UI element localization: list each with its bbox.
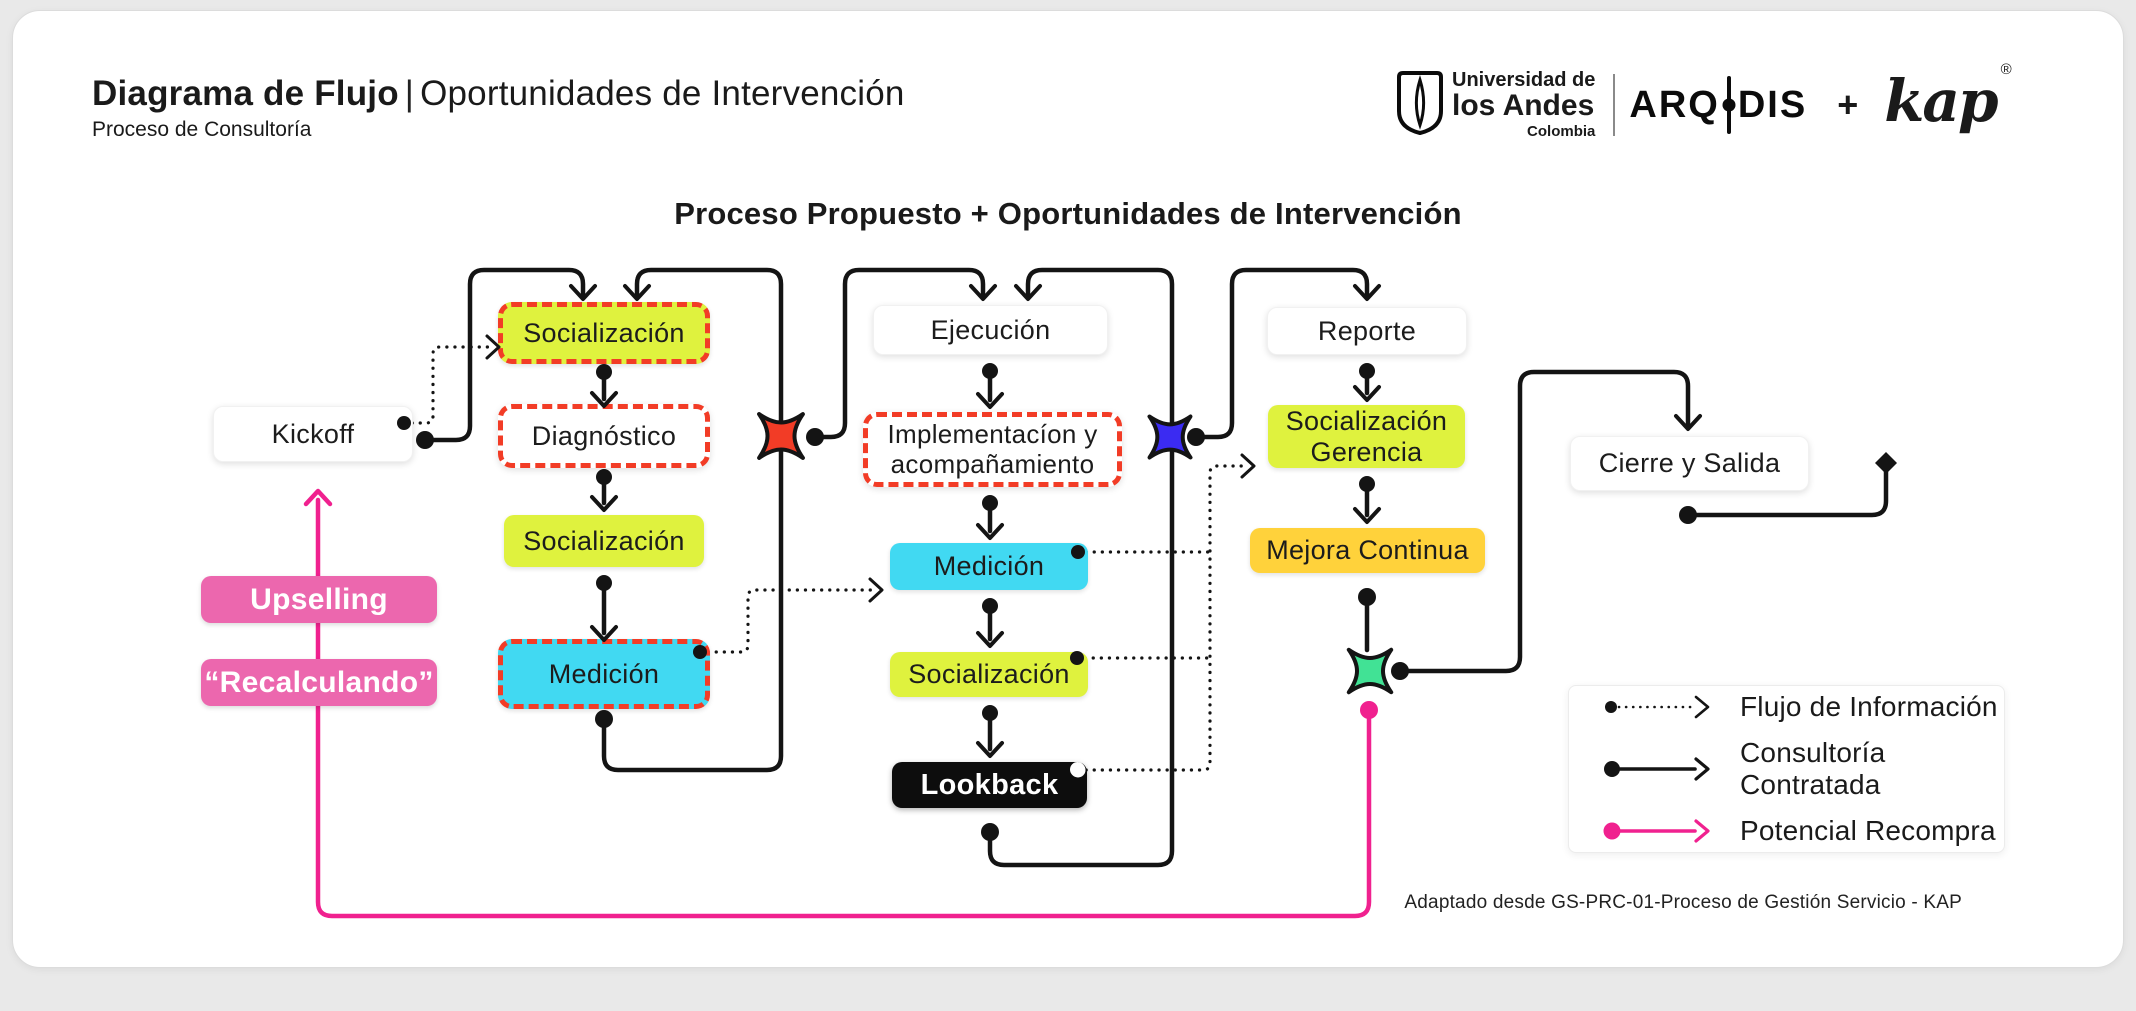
dotted-arrowheads — [485, 334, 1256, 603]
node-label: Socialización Gerencia — [1285, 406, 1448, 467]
end-diamond — [1875, 452, 1897, 474]
page-subtitle: Proceso de Consultoría — [92, 118, 312, 141]
node-cierre-salida: Cierre y Salida — [1570, 436, 1809, 491]
legend: Flujo de Información Consultoría Contrat… — [1568, 685, 2005, 853]
pink-recompra-path — [315, 497, 1372, 919]
path-greenstar-to-cierre — [1397, 369, 1691, 674]
node-label: Medición — [933, 551, 1045, 582]
node-label: Ejecución — [930, 314, 1051, 345]
node-label: Socialización — [523, 317, 685, 348]
logo-divider — [1613, 74, 1616, 136]
legend-item-info-flow: Flujo de Información — [1603, 691, 2004, 723]
kap-text: kap — [1884, 67, 1998, 135]
node-label: Implementacíon y acompañamiento — [887, 419, 1098, 479]
node-upselling: Upselling — [201, 576, 437, 623]
node-label: Diagnóstico — [531, 420, 677, 451]
star-green-icon — [1346, 647, 1394, 695]
node-lookback: Lookback — [892, 762, 1087, 808]
uniandes-line1: Universidad de — [1452, 69, 1596, 92]
path-redstar-to-ejecucion — [812, 267, 986, 440]
arqdis-right: DIS — [1737, 83, 1808, 126]
star-blue-icon — [1147, 414, 1193, 460]
solid-arrow-icon — [1604, 757, 1710, 781]
dotted-kickoff-to-socializacion — [402, 345, 494, 425]
path-medicion-loop — [601, 267, 784, 773]
path-lookback-loop — [987, 267, 1175, 868]
node-label: Reporte — [1317, 315, 1417, 346]
title-main: Diagrama de Flujo — [92, 74, 399, 113]
node-label: Kickoff — [271, 418, 355, 449]
node-ejecucion: Ejecución — [873, 305, 1108, 355]
kap-logo: kap® — [1884, 61, 2011, 135]
node-socializacion-2: Socialización — [504, 515, 704, 567]
title-secondary: Oportunidades de Intervención — [420, 74, 905, 113]
node-label: Medición — [548, 658, 660, 689]
node-label: Socialización — [908, 659, 1070, 690]
node-mejora-continua: Mejora Continua — [1250, 528, 1485, 573]
path-kickoff-to-socializacion — [422, 267, 586, 443]
pink-dot — [1360, 701, 1378, 719]
node-socializacion-1: Socialización — [498, 302, 710, 364]
node-medicion-1: Medición — [498, 639, 710, 709]
arqdis-separator-icon — [1726, 76, 1731, 134]
page-title: Diagrama de Flujo|Oportunidades de Inter… — [92, 74, 905, 142]
node-medicion-2: Medición — [890, 543, 1088, 590]
legend-item-recompra: Potencial Recompra — [1603, 815, 2004, 847]
node-label: “Recalculando” — [204, 665, 434, 699]
logo-row: Universidad de los Andes Colombia ARQ DI… — [1396, 60, 2012, 150]
arqdis-left: ARQ — [1629, 83, 1720, 126]
node-socializacion-3: Socialización — [890, 652, 1088, 697]
node-kickoff: Kickoff — [213, 406, 413, 462]
path-bluestar-to-reporte — [1193, 267, 1370, 440]
uniandes-line2: los Andes — [1452, 88, 1595, 122]
node-recalculando: “Recalculando” — [201, 659, 437, 706]
uniandes-logo: Universidad de los Andes Colombia — [1396, 70, 1595, 141]
uniandes-shield-icon — [1396, 70, 1444, 141]
connection-dots — [397, 363, 1897, 841]
node-label: Cierre y Salida — [1598, 448, 1781, 479]
dotted-info-paths — [402, 345, 1249, 772]
node-label: Mejora Continua — [1266, 535, 1469, 566]
node-label: Socialización — [523, 525, 685, 556]
milestone-stars — [757, 412, 1394, 695]
node-implementacion: Implementacíon y acompañamiento — [863, 412, 1122, 487]
uniandes-line3: Colombia — [1527, 123, 1596, 141]
path-cierre-to-end — [1685, 469, 1889, 518]
uniandes-wordmark: Universidad de los Andes Colombia — [1452, 69, 1596, 141]
title-divider: | — [404, 74, 415, 113]
legend-item-consultoria: Consultoría Contratada — [1603, 737, 2004, 801]
node-diagnostico: Diagnóstico — [498, 404, 710, 468]
plus-sign: + — [1837, 84, 1859, 125]
node-label: Lookback — [920, 768, 1059, 801]
legend-label: Flujo de Información — [1740, 691, 1998, 722]
diagram-heading: Proceso Propuesto + Oportunidades de Int… — [674, 196, 1462, 231]
node-label: Upselling — [250, 582, 388, 616]
lookback-white-dot — [1070, 762, 1086, 778]
arqdis-logo: ARQ DIS — [1629, 76, 1807, 134]
solid-arrowheads — [569, 284, 1702, 758]
kap-registered-mark: ® — [2000, 61, 2012, 78]
node-socializacion-gerencia: Socialización Gerencia — [1268, 405, 1465, 468]
dotted-arrow-icon — [1605, 695, 1710, 719]
legend-label: Consultoría Contratada — [1740, 737, 1886, 800]
footer-credit: Adaptado desde GS-PRC-01-Proceso de Gest… — [1404, 892, 1962, 913]
pink-arrow-icon — [1603, 819, 1710, 843]
node-reporte: Reporte — [1267, 307, 1467, 355]
pink-arrowhead — [303, 488, 333, 507]
legend-label: Potencial Recompra — [1740, 815, 1996, 846]
star-red-icon — [757, 412, 805, 460]
